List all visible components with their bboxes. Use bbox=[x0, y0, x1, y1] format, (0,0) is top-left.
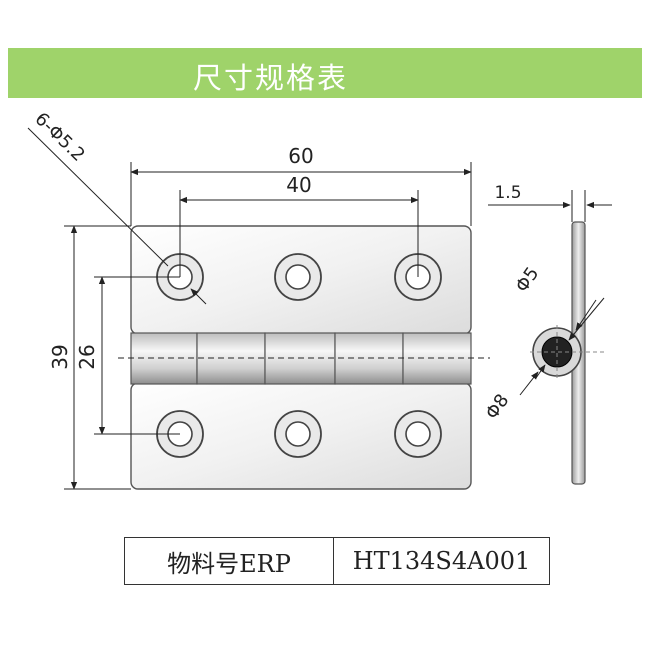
dim-hole-spacing-y: 26 bbox=[75, 344, 99, 369]
dim-thickness: 1.5 bbox=[494, 183, 521, 203]
dim-overall-width: 60 bbox=[288, 144, 313, 168]
knuckle bbox=[402, 332, 472, 385]
dim-pin-diameter: Φ5 bbox=[512, 263, 544, 296]
hinge-front-view bbox=[118, 225, 490, 490]
erp-label: 物料号ERP bbox=[125, 538, 334, 584]
dim-hole-spacing-x: 40 bbox=[286, 173, 311, 197]
spec-table: 物料号ERP HT134S4A001 bbox=[124, 537, 550, 585]
banner-title: 尺寸规格表 bbox=[193, 61, 349, 95]
hole-top-middle bbox=[274, 253, 322, 301]
dim-knuckle-diameter: Φ8 bbox=[482, 390, 514, 423]
title-banner: 尺寸规格表 bbox=[8, 48, 642, 98]
hinge-side-view bbox=[530, 221, 604, 485]
hole-bottom-middle bbox=[274, 410, 322, 458]
dimension-lines bbox=[27, 127, 472, 490]
dim-holes: 6-Φ5.2 bbox=[31, 108, 89, 165]
dim-overall-height: 39 bbox=[48, 344, 72, 369]
hole-bottom-right bbox=[394, 410, 442, 458]
erp-value: HT134S4A001 bbox=[352, 547, 531, 575]
side-dimension-lines bbox=[488, 190, 612, 396]
